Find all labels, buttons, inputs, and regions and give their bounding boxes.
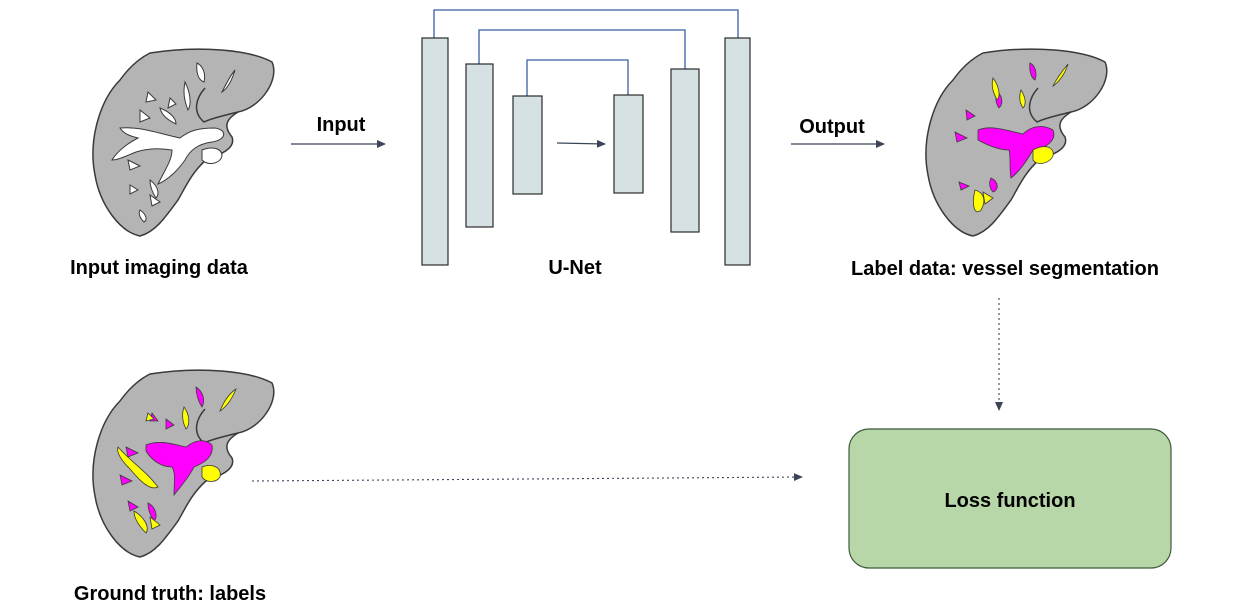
ground-truth-to-loss-arrow (251, 473, 803, 482)
input-imaging-data-label: Input imaging data (70, 257, 249, 279)
skip-connections (433, 9, 739, 96)
unet-decoder-block-1 (724, 37, 751, 266)
ground-truth-label: Ground truth: labels (74, 583, 266, 605)
output-arrow-label: Output (799, 116, 865, 138)
input-arrow-label: Input (317, 114, 366, 136)
input-vessels (111, 62, 236, 223)
loss-function-box (848, 428, 1172, 569)
skip-connection-inner (526, 59, 629, 96)
unet-encoder-block-2 (465, 63, 494, 228)
bottleneck-arrow (556, 139, 606, 148)
skip-connection-middle (478, 29, 686, 69)
unet-encoder-block-3 (512, 95, 543, 195)
unet-architecture (421, 9, 751, 266)
ground-truth-liver (92, 369, 275, 558)
label-data-title: Label data: vessel segmentation (851, 258, 1159, 280)
output-magenta-vessels (954, 62, 1055, 193)
output-liver-segmentation (925, 48, 1108, 237)
unet-label: U-Net (548, 257, 602, 279)
unet-decoder-block-2 (670, 68, 700, 233)
output-yellow-vessels (973, 63, 1069, 213)
input-liver-image (92, 48, 275, 237)
unet-encoder-block-1 (421, 37, 449, 266)
loss-function-label: Loss function (944, 490, 1075, 512)
ground-truth-yellow-vessels (117, 387, 237, 534)
unet-decoder-block-3 (613, 94, 644, 194)
skip-connection-outer (433, 9, 739, 38)
